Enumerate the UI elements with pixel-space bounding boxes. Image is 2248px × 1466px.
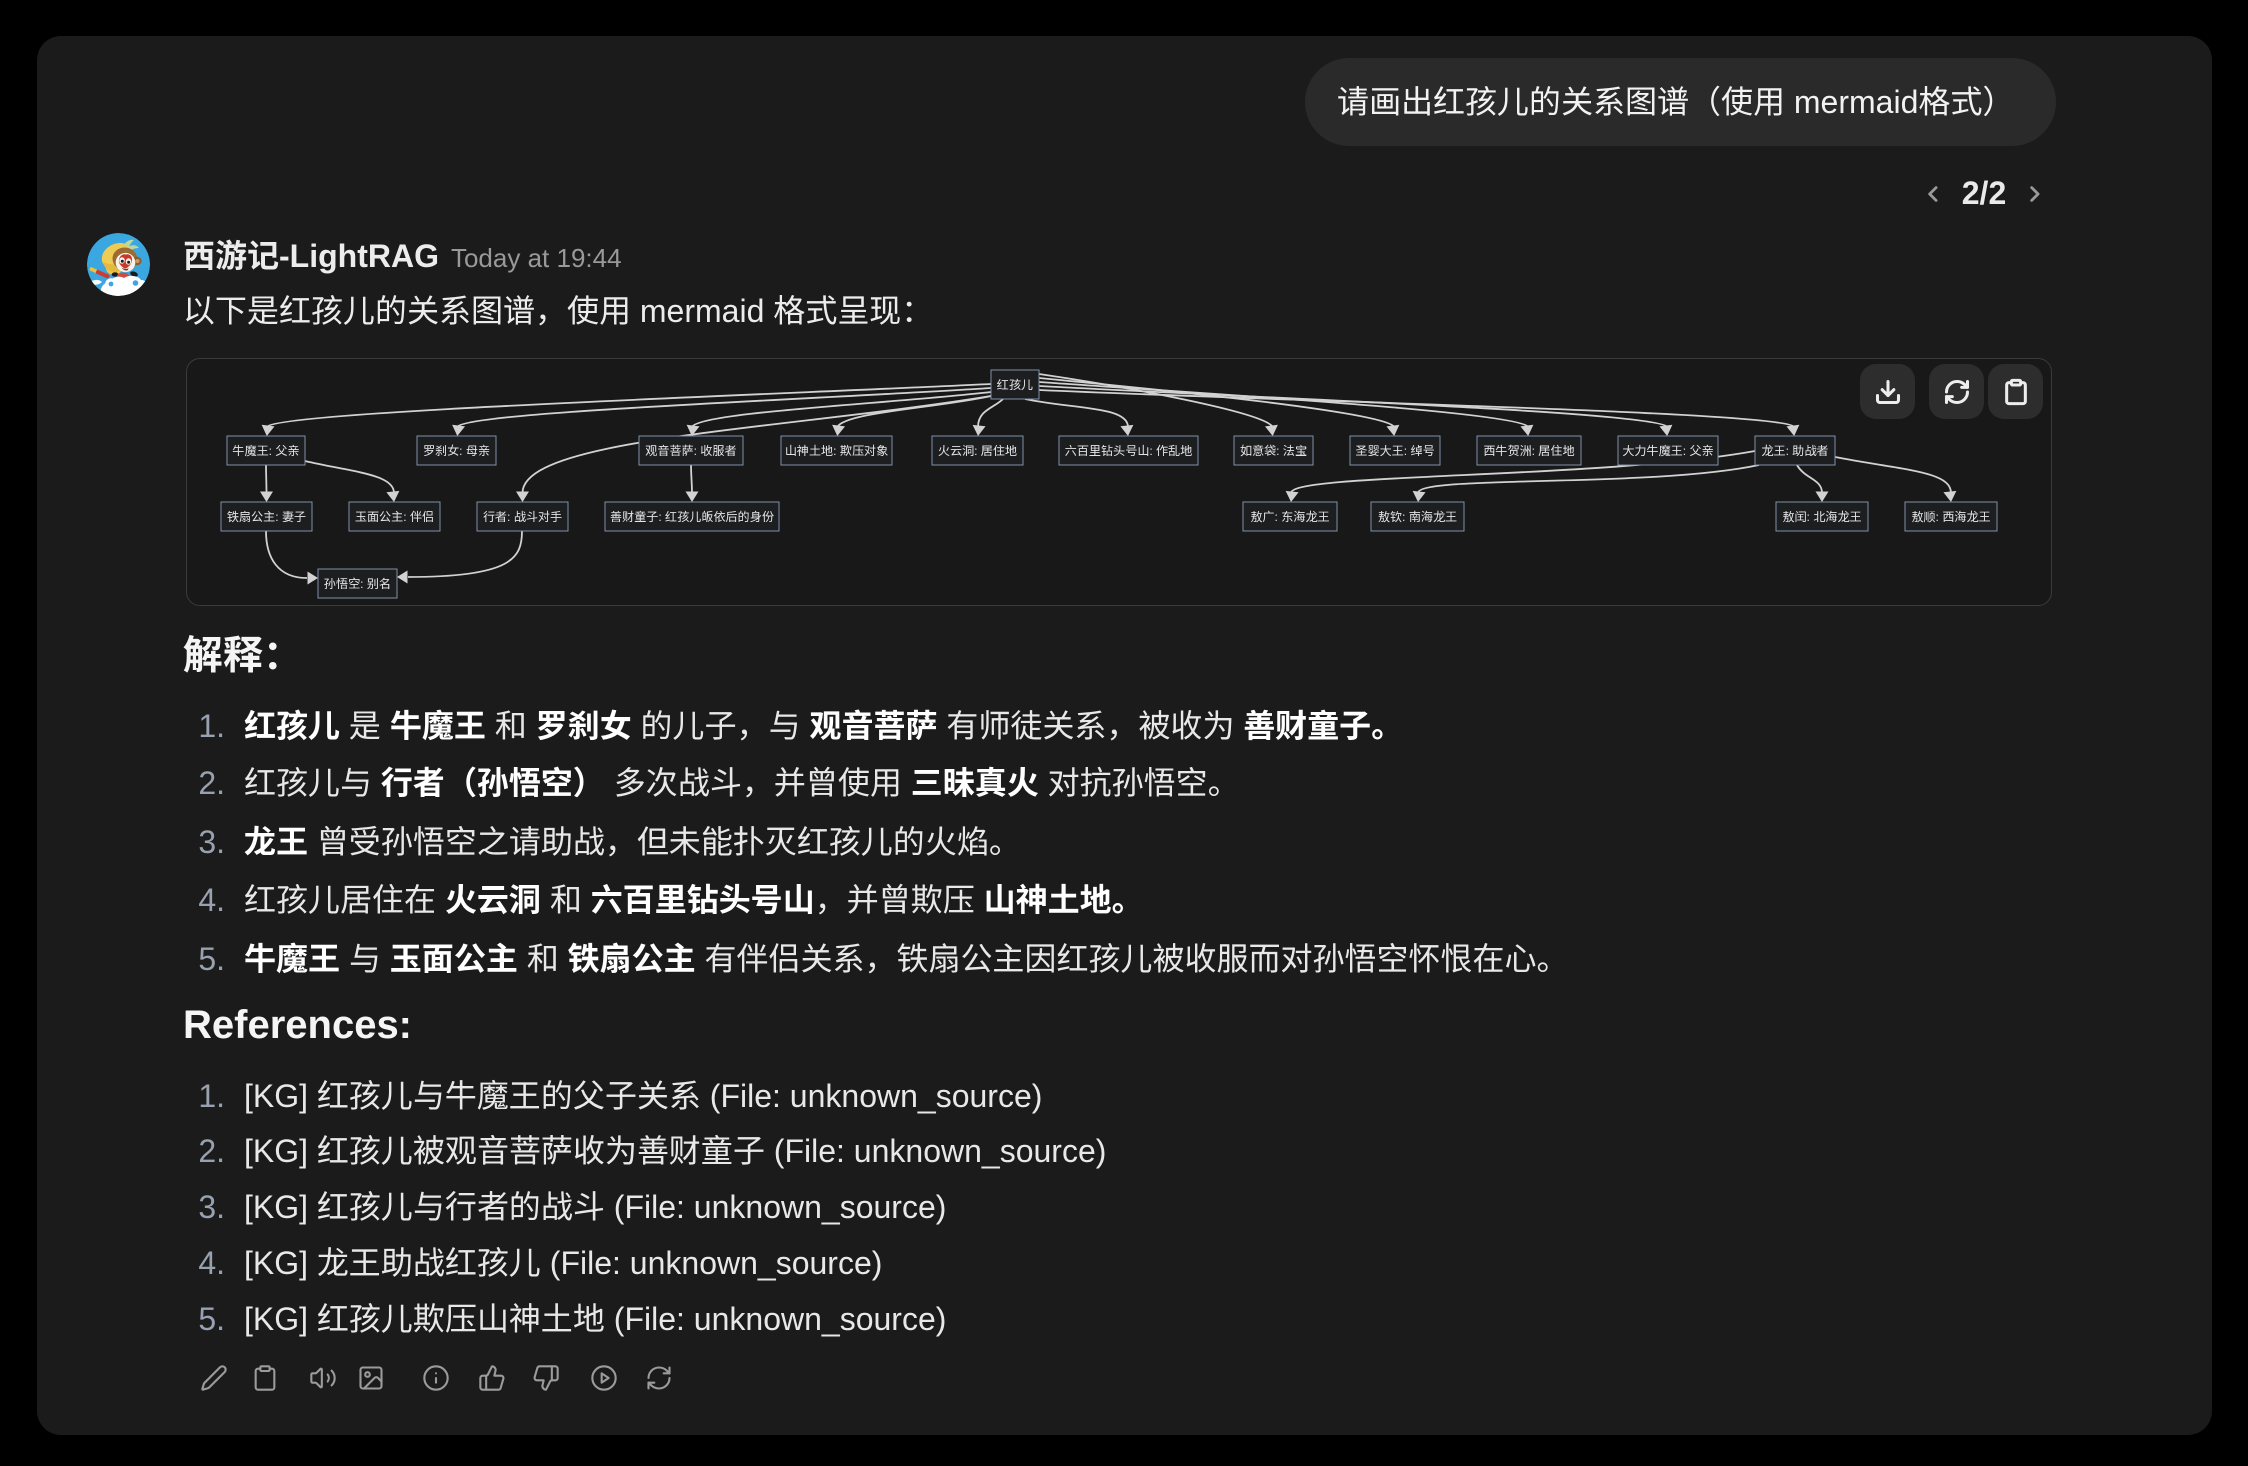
svg-text:善财童子: 红孩儿皈依后的身份: 善财童子: 红孩儿皈依后的身份 <box>610 510 774 524</box>
svg-text:西牛贺洲: 居住地: 西牛贺洲: 居住地 <box>1483 444 1574 458</box>
svg-text:如意袋: 法宝: 如意袋: 法宝 <box>1240 444 1307 458</box>
svg-text:敖广: 东海龙王: 敖广: 东海龙王 <box>1250 510 1329 524</box>
svg-text:山神土地: 欺压对象: 山神土地: 欺压对象 <box>785 444 888 458</box>
svg-text:铁扇公主: 妻子: 铁扇公主: 妻子 <box>226 510 306 524</box>
svg-text:敖闰: 北海龙王: 敖闰: 北海龙王 <box>1782 510 1861 524</box>
svg-text:孙悟空: 别名: 孙悟空: 别名 <box>324 577 391 591</box>
svg-text:罗刹女: 母亲: 罗刹女: 母亲 <box>423 444 490 458</box>
svg-text:圣婴大王: 绰号: 圣婴大王: 绰号 <box>1355 444 1434 458</box>
svg-text:大力牛魔王: 父亲: 大力牛魔王: 父亲 <box>1622 444 1713 458</box>
svg-text:火云洞: 居住地: 火云洞: 居住地 <box>938 444 1017 458</box>
svg-text:观音菩萨: 收服者: 观音菩萨: 收服者 <box>645 444 736 458</box>
svg-text:龙王: 助战者: 龙王: 助战者 <box>1761 444 1828 458</box>
svg-text:红孩儿: 红孩儿 <box>997 378 1033 392</box>
svg-text:行者: 战斗对手: 行者: 战斗对手 <box>483 510 562 524</box>
svg-text:敖顺: 西海龙王: 敖顺: 西海龙王 <box>1911 510 1990 524</box>
svg-text:玉面公主: 伴侣: 玉面公主: 伴侣 <box>355 510 434 524</box>
svg-text:牛魔王: 父亲: 牛魔王: 父亲 <box>232 444 299 458</box>
svg-text:敖钦: 南海龙王: 敖钦: 南海龙王 <box>1378 510 1457 524</box>
svg-text:六百里钻头号山: 作乱地: 六百里钻头号山: 作乱地 <box>1065 444 1193 458</box>
